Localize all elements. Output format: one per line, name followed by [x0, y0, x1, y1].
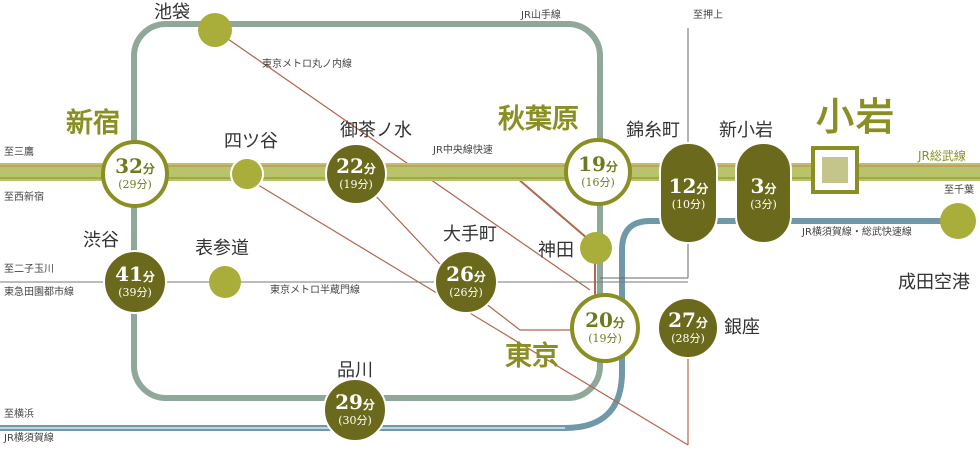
ochanomizu-label: 御茶ノ水: [340, 120, 412, 141]
direction-oshiage: 至押上: [693, 10, 723, 21]
yokosuka-sobu-line-label: JR横須賀線・総武快速線: [802, 227, 912, 238]
hanzomon-line-label: 東京メトロ半蔵門線: [270, 285, 360, 296]
otemachi-label: 大手町: [443, 224, 497, 245]
ikebukuro-label: 池袋: [154, 2, 190, 23]
direction-yokohama: 至横浜: [4, 409, 34, 420]
kanda-station[interactable]: [580, 232, 612, 264]
omotesando-label: 表参道: [195, 238, 249, 259]
akihabara-station[interactable]: [564, 138, 632, 206]
akihabara-label: 秋葉原: [498, 104, 579, 135]
ginza-label: 銀座: [724, 317, 760, 338]
shinjuku-station[interactable]: [101, 140, 169, 208]
otemachi-station[interactable]: [434, 250, 498, 314]
koiwa-label: 小岩: [816, 94, 897, 139]
ikebukuro-station[interactable]: [198, 13, 232, 47]
shinagawa-time: 29分 (30分): [335, 390, 375, 427]
shibuya-label: 渋谷: [83, 230, 119, 251]
shinjuku-label: 新宿: [66, 108, 120, 139]
shinagawa-station[interactable]: [323, 378, 387, 442]
direction-chiba: 至千葉: [944, 185, 974, 196]
ginza-time: 27分 (28分): [668, 308, 708, 345]
ochanomizu-station[interactable]: [325, 143, 387, 205]
akihabara-time: 19分 (16分): [578, 152, 618, 189]
kinshicho-time: 12分 (10分): [668, 174, 709, 211]
kinshicho-station[interactable]: [659, 142, 718, 244]
shinkoiwa-station[interactable]: [735, 142, 792, 244]
ochanomizu-time: 22分 (19分): [336, 154, 376, 191]
shinjuku-time: 32分 (29分): [115, 154, 155, 191]
narita-label: 成田空港: [898, 272, 970, 293]
direction-futakotamagawa: 至二子玉川: [4, 264, 54, 275]
shibuya-station[interactable]: [103, 250, 167, 314]
kanda-label: 神田: [538, 240, 574, 261]
shinkoiwa-time: 3分 (3分): [750, 174, 777, 211]
direction-nishifunabashi: 至西新宿: [4, 192, 44, 203]
narita-station[interactable]: [940, 203, 976, 239]
tokyo-station[interactable]: [570, 293, 640, 363]
shinkoiwa-label: 新小岩: [719, 120, 773, 141]
yotsuya-label: 四ツ谷: [224, 131, 278, 152]
yokosuka-line-label: JR横須賀線: [4, 433, 54, 444]
yotsuya-station[interactable]: [230, 157, 264, 191]
marunouchi-line-label: 東京メトロ丸ノ内線: [262, 59, 352, 70]
yamanote-line-label: JR山手線: [521, 10, 561, 21]
kinshicho-label: 錦糸町: [626, 120, 680, 141]
chuo-rapid-line-label: JR中央線快速: [433, 145, 493, 156]
omotesando-station[interactable]: [209, 266, 241, 298]
shibuya-time: 41分 (39分): [115, 262, 155, 299]
ginza-station[interactable]: [657, 297, 719, 359]
tokyo-time: 20分 (19分): [585, 308, 625, 345]
direction-mitaka: 至三鷹: [4, 147, 34, 158]
yokosuka-sobu-line: [0, 218, 950, 431]
marunouchi-line: [214, 29, 591, 291]
otemachi-time: 26分 (26分): [446, 262, 486, 299]
den-en-toshi-line-label: 東急田園都市線: [4, 287, 74, 298]
tokyo-label: 東京: [505, 341, 559, 372]
shinagawa-label: 品川: [337, 360, 373, 381]
sobu-line-label: JR総武線: [918, 149, 966, 163]
koiwa-station-inner: [822, 157, 848, 183]
